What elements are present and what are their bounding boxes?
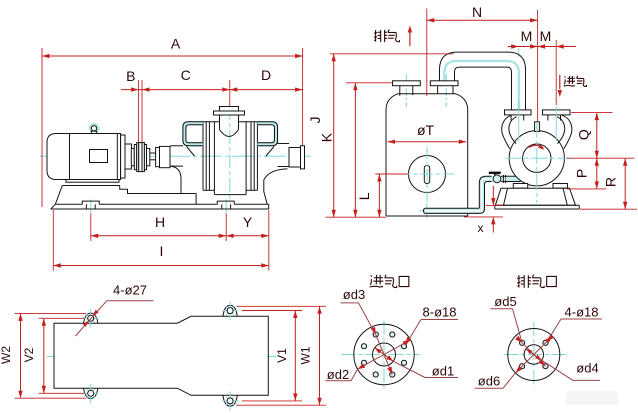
svg-text:øT: øT [417,122,435,138]
svg-text:ød1: ød1 [432,364,454,379]
svg-text:4-ø27: 4-ø27 [113,283,147,298]
svg-text:N: N [472,4,482,20]
svg-text:x: x [478,221,484,235]
svg-text:ød2: ød2 [327,367,349,382]
svg-text:8-ø18: 8-ø18 [423,305,457,320]
svg-text:W2: W2 [0,346,13,364]
svg-text:M: M [540,28,552,44]
svg-text:Q: Q [576,129,592,140]
svg-text:V2: V2 [22,347,36,362]
svg-text:ød4: ød4 [576,361,598,376]
svg-text:P: P [574,169,590,178]
svg-text:I: I [160,243,164,259]
svg-text:ød5: ød5 [494,294,516,309]
svg-text:L: L [356,192,372,200]
svg-text:4-ø18: 4-ø18 [565,305,599,320]
svg-text:K: K [319,132,335,142]
svg-text:H: H [155,214,165,230]
svg-text:C: C [181,67,191,83]
svg-text:Y: Y [243,214,253,230]
svg-text:D: D [261,67,271,83]
svg-text:J: J [307,117,323,124]
svg-text:B: B [126,68,135,84]
svg-text:ød6: ød6 [478,374,500,389]
svg-text:V1: V1 [275,348,289,363]
svg-text:R: R [603,177,619,187]
svg-text:A: A [171,36,181,52]
svg-text:M: M [521,28,533,44]
svg-text:W1: W1 [299,346,313,364]
svg-text:ød3: ød3 [343,287,365,302]
